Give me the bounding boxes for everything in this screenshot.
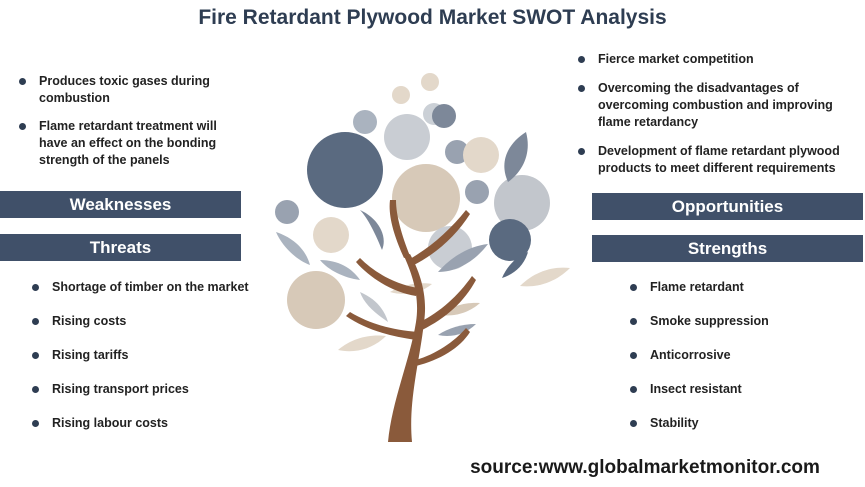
leaf	[504, 132, 528, 182]
bubble	[494, 175, 550, 231]
list-item: Rising costs	[30, 313, 270, 330]
bubble	[445, 140, 469, 164]
weaknesses-banner: Weaknesses	[0, 191, 241, 218]
bubble	[307, 132, 383, 208]
tree-branch	[416, 328, 470, 366]
leaf	[520, 267, 570, 287]
list-item: Shortage of timber on the market	[30, 279, 270, 296]
bubble	[384, 114, 430, 160]
bubble	[313, 217, 349, 253]
bubble	[421, 73, 439, 91]
bubble	[287, 271, 345, 329]
opportunities-banner: Opportunities	[592, 193, 863, 220]
leaf	[438, 324, 476, 336]
leaf	[338, 335, 386, 352]
leaf	[438, 244, 488, 272]
tree-branch	[346, 312, 418, 340]
threats-list: Shortage of timber on the market Rising …	[30, 279, 270, 449]
list-item: Rising transport prices	[30, 381, 270, 398]
bubble	[489, 219, 531, 261]
leaf	[440, 302, 480, 316]
strengths-banner: Strengths	[592, 235, 863, 262]
bubble	[432, 104, 456, 128]
leaf	[360, 292, 388, 322]
source-credit: source:www.globalmarketmonitor.com	[470, 457, 820, 478]
list-item: Rising labour costs	[30, 415, 270, 432]
list-item: Produces toxic gases during combustion	[17, 73, 237, 107]
page-title: Fire Retardant Plywood Market SWOT Analy…	[198, 6, 667, 29]
bubble	[465, 180, 489, 204]
list-item: Smoke suppression	[628, 313, 848, 330]
bubble	[392, 164, 460, 232]
list-item: Development of flame retardant plywood p…	[576, 143, 858, 177]
leaf	[502, 252, 528, 278]
tree-branch	[356, 258, 418, 296]
list-item: Fierce market competition	[576, 51, 858, 68]
bubble	[463, 137, 499, 173]
list-item: Flame retardant treatment will have an e…	[17, 118, 237, 169]
list-item: Overcoming the disadvantages of overcomi…	[576, 80, 858, 131]
tree-branch	[420, 276, 476, 330]
weaknesses-list: Produces toxic gases during combustion F…	[17, 73, 237, 180]
leaf	[360, 210, 384, 250]
tree-illustration	[275, 73, 570, 442]
tree-branch	[389, 200, 410, 258]
strengths-list: Flame retardant Smoke suppression Antico…	[628, 279, 848, 449]
bubble	[353, 110, 377, 134]
bubble	[392, 86, 410, 104]
list-item: Insect resistant	[628, 381, 848, 398]
tree-branch	[408, 210, 470, 266]
leaf	[276, 232, 310, 265]
tree-trunk	[388, 254, 426, 442]
threats-banner: Threats	[0, 234, 241, 261]
list-item: Anticorrosive	[628, 347, 848, 364]
list-item: Flame retardant	[628, 279, 848, 296]
leaf	[320, 260, 360, 280]
list-item: Rising tariffs	[30, 347, 270, 364]
bubble	[275, 200, 299, 224]
list-item: Stability	[628, 415, 848, 432]
opportunities-list: Fierce market competition Overcoming the…	[576, 51, 858, 189]
